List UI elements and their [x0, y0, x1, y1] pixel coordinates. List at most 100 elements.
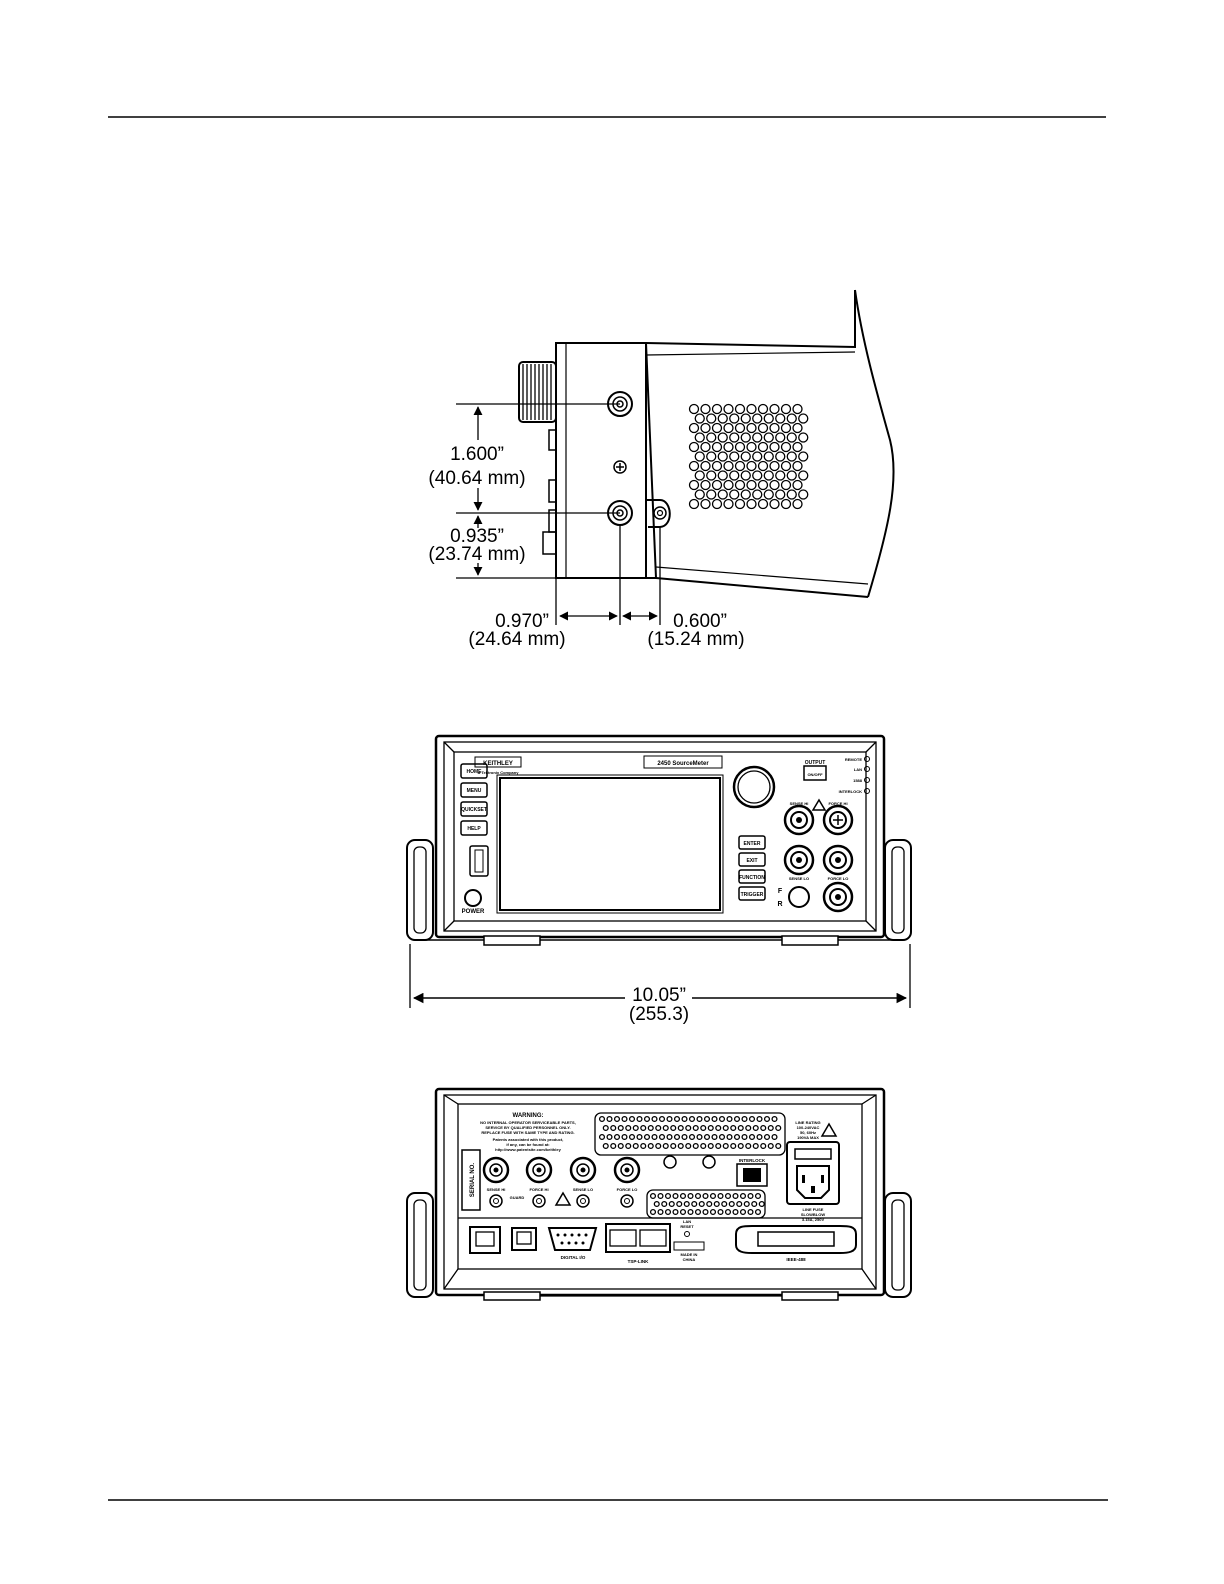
- vent-hole: [711, 460, 723, 472]
- vent-hole: [792, 479, 803, 491]
- quickset-key[interactable]: [460, 801, 488, 817]
- quickset-key-label: QUICKSET: [461, 807, 487, 813]
- vent-hole: [763, 489, 774, 500]
- made-in-label: MADE IN: [681, 1252, 698, 1257]
- vent-hole: [767, 1124, 774, 1132]
- vent-hole: [688, 479, 700, 491]
- vent-hole: [711, 1133, 718, 1141]
- vent-hole: [769, 479, 780, 491]
- vent-hole: [706, 413, 717, 424]
- home-key[interactable]: [460, 763, 488, 779]
- vent-hole: [728, 1200, 735, 1208]
- vent-hole: [792, 403, 803, 415]
- vent-hole: [694, 1208, 702, 1216]
- vent-hole: [757, 479, 769, 491]
- vent-hole: [670, 1124, 677, 1132]
- front-width-dimension: [409, 944, 911, 1008]
- vent-hole: [694, 413, 705, 424]
- vent-hole: [692, 1124, 699, 1132]
- vent-hole: [780, 441, 792, 453]
- side-view-drawing: [518, 289, 895, 598]
- vent-hole: [688, 403, 700, 415]
- vent-hole: [688, 441, 700, 453]
- vent-hole: [734, 441, 746, 453]
- vent-hole: [741, 1133, 748, 1141]
- vent-hole: [723, 441, 734, 453]
- warning-line: REPLACE FUSE WITH SAME TYPE AND RATING.: [481, 1130, 574, 1135]
- vent-hole: [752, 489, 763, 500]
- vent-hole: [734, 460, 746, 472]
- vent-hole: [798, 432, 809, 443]
- vent-hole: [700, 479, 711, 491]
- vent-hole: [786, 413, 797, 424]
- vent-hole: [694, 1192, 702, 1200]
- vent-hole: [786, 470, 797, 481]
- line-fuse-value: SLOWBLOW: [801, 1212, 825, 1217]
- vent-hole: [709, 1192, 717, 1200]
- vent-hole: [706, 1200, 713, 1208]
- vent-hole: [763, 1115, 771, 1123]
- rear-sense-lo-label: SENSE LO: [573, 1187, 593, 1192]
- enter-key[interactable]: [738, 835, 766, 850]
- vent-grid: [598, 1115, 782, 1150]
- front-right-keys: ENTER EXIT FUNCTION TRIGGER: [738, 835, 766, 901]
- vent-hole: [757, 422, 769, 434]
- vent-hole: [703, 1115, 711, 1123]
- exit-key-label: EXIT: [746, 858, 757, 864]
- vent-hole: [780, 422, 792, 434]
- vent-hole: [666, 1133, 673, 1141]
- vent-hole: [780, 460, 792, 472]
- vent-hole: [628, 1115, 636, 1123]
- vent-hole: [757, 460, 769, 472]
- vent-hole: [792, 498, 803, 510]
- dim-depth-right-mm: (15.24 mm): [647, 629, 744, 650]
- vent-hole: [664, 1208, 672, 1216]
- vent-hole: [747, 1208, 754, 1216]
- menu-key-label: MENU: [467, 788, 482, 794]
- vent-hole: [717, 432, 728, 443]
- vent-hole: [763, 470, 774, 481]
- vent-hole: [717, 413, 728, 424]
- vent-hole: [666, 1115, 673, 1123]
- vent-hole: [760, 1124, 767, 1132]
- dim-depth-right-inch: 0.600”: [673, 611, 727, 632]
- vent-hole: [698, 1200, 705, 1208]
- vent-hole: [606, 1133, 613, 1141]
- rear-force-lo-label: FORCE LO: [617, 1187, 638, 1192]
- vent-hole: [700, 422, 711, 434]
- vent-hole: [602, 1124, 609, 1132]
- trigger-key[interactable]: [738, 886, 766, 901]
- gpib-label: IEEE-488: [786, 1257, 806, 1262]
- vent-hole: [769, 422, 780, 434]
- line-fuse-value: 3.15A, 250V: [802, 1217, 825, 1222]
- patent-line: if any, can be found at:: [506, 1142, 549, 1147]
- vent-hole: [729, 413, 740, 424]
- vent-hole: [763, 1133, 771, 1141]
- vent-hole: [643, 1133, 651, 1141]
- vent-hole: [679, 1192, 687, 1200]
- vent-hole: [747, 1192, 754, 1200]
- vent-hole: [617, 1142, 624, 1150]
- line-rating-value: 50, 60Hz: [800, 1130, 816, 1135]
- menu-key[interactable]: [460, 782, 488, 798]
- vent-hole: [672, 1192, 679, 1200]
- vent-hole: [798, 470, 809, 481]
- vent-hole: [700, 498, 711, 510]
- vent-hole: [640, 1124, 647, 1132]
- exit-key[interactable]: [738, 852, 766, 867]
- vent-hole: [780, 403, 792, 415]
- vent-hole: [647, 1142, 654, 1150]
- vent-hole: [780, 479, 792, 491]
- vent-hole: [647, 1124, 654, 1132]
- vent-hole: [702, 1192, 709, 1200]
- vent-hole: [739, 1192, 747, 1200]
- vent-hole: [723, 403, 734, 415]
- vent-hole: [687, 1208, 694, 1216]
- vent-hole: [598, 1115, 606, 1123]
- function-key[interactable]: [738, 869, 766, 884]
- help-key[interactable]: [460, 820, 488, 836]
- output-button-label[interactable]: ON/OFF: [807, 772, 823, 777]
- vent-hole: [798, 451, 809, 462]
- vent-hole: [745, 1142, 752, 1150]
- vent-hole: [756, 1133, 763, 1141]
